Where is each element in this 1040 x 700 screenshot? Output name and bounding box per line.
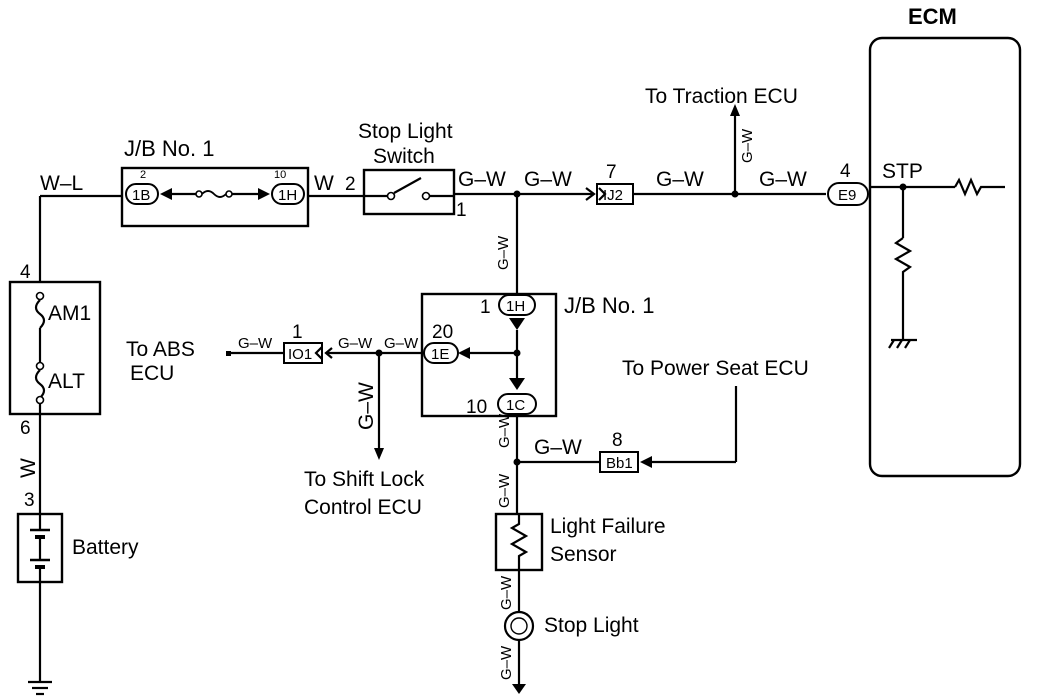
- pin-4-ecm: 4: [840, 161, 851, 182]
- stp-label: STP: [882, 160, 923, 183]
- wire-color-gw-vertical-1: G–W: [495, 235, 512, 270]
- battery-ground-icon: [28, 680, 52, 696]
- connector-bb1-label: Bb1: [606, 455, 633, 472]
- light-failure-label-2: Sensor: [550, 543, 617, 566]
- pin-8: 8: [612, 430, 623, 451]
- wire-color-gw-vertical-2: G–W: [355, 382, 378, 430]
- battery-icon: [30, 514, 50, 582]
- wire-color-gw-4: G–W: [759, 168, 807, 191]
- stop-light-ground-icon: [512, 684, 526, 694]
- pin-10-jb: 10: [274, 169, 286, 181]
- connector-1h-mid-label: 1H: [506, 298, 525, 315]
- pin-2-jb: 2: [140, 169, 146, 181]
- pin-1-jb: 1: [480, 297, 491, 318]
- wire-color-gw-vertical-traction: G–W: [739, 128, 756, 163]
- connector-1e-label: 1E: [431, 346, 449, 363]
- wire-color-gw-1: G–W: [458, 168, 506, 191]
- light-failure-label-1: Light Failure: [550, 515, 666, 538]
- connector-1h-top-label: 1H: [278, 187, 297, 204]
- stop-light-switch: [362, 168, 456, 216]
- pin-1-switch: 1: [456, 200, 467, 221]
- wire-color-gw-7: G–W: [238, 335, 273, 352]
- wire-color-gw-3: G–W: [656, 168, 704, 191]
- junction-block-1-top-label: J/B No. 1: [124, 136, 214, 161]
- connector-ij2-label: IJ2: [603, 187, 623, 204]
- pin-1-abs: 1: [292, 322, 303, 343]
- power-seat-arrow: [640, 456, 652, 468]
- stop-light-switch-label-1: Stop Light: [358, 120, 453, 143]
- wire-color-gw-8: G–W: [534, 436, 582, 459]
- fuse-link-icon: [195, 190, 233, 198]
- wire-color-gw-vertical-3: G–W: [496, 413, 513, 448]
- stop-light-label: Stop Light: [544, 614, 639, 637]
- shift-lock-label-2: Control ECU: [304, 496, 422, 519]
- ecm-pullup-resistor: [893, 237, 913, 340]
- wire-color-gw-5: G–W: [384, 335, 419, 352]
- connector-1b-label: 1B: [132, 187, 150, 204]
- pin-10-jb-mid: 10: [466, 397, 487, 418]
- fuse-alt-icon: [34, 369, 46, 399]
- pin-2-switch: 2: [345, 174, 356, 195]
- traction-arrow: [730, 104, 740, 116]
- abs-ecu-label-1: To ABS: [126, 338, 195, 361]
- fuse-am1-label: AM1: [48, 302, 91, 325]
- traction-ecu-label: To Traction ECU: [645, 85, 798, 108]
- abs-ecu-label-2: ECU: [130, 362, 174, 385]
- fuse-am1-icon: [34, 299, 46, 329]
- connector-io1-label: IO1: [288, 346, 312, 363]
- jb-arrow-1e: [458, 347, 470, 359]
- ecm-title: ECM: [908, 4, 957, 29]
- pin-6-fuse: 6: [20, 418, 31, 439]
- shift-lock-label-1: To Shift Lock: [304, 468, 425, 491]
- jb-arrow-1h: [509, 318, 525, 330]
- fuse-alt-label: ALT: [48, 370, 85, 393]
- connector-1b: [125, 183, 159, 205]
- connector-bb1: [599, 451, 639, 473]
- connector-arrow-1h: [258, 188, 270, 200]
- connector-arrow-1b: [160, 188, 172, 200]
- connector-e9-label: E9: [838, 187, 856, 204]
- ecm-ground-icon: [888, 338, 917, 349]
- connector-e9: [827, 182, 869, 206]
- wire-color-gw-6: G–W: [338, 335, 373, 352]
- wire-color-w: W: [314, 172, 334, 195]
- wire-color-gw-vertical-6: G–W: [498, 645, 515, 680]
- stop-light-switch-label-2: Switch: [373, 145, 435, 168]
- wire-color-gw-2: G–W: [524, 168, 572, 191]
- connector-1h-mid: [498, 294, 536, 316]
- ecm-input-resistor: [954, 177, 1005, 197]
- pin-20-jb: 20: [432, 322, 453, 343]
- light-failure-resistor: [509, 514, 529, 570]
- power-seat-ecu-label: To Power Seat ECU: [622, 357, 809, 380]
- junction-block-1-mid-label: J/B No. 1: [564, 293, 654, 318]
- connector-1c-label: 1C: [506, 397, 525, 414]
- switch-contact-icon: [364, 177, 454, 201]
- wire-color-w-vertical: W: [17, 458, 40, 478]
- wire-color-gw-vertical-4: G–W: [496, 473, 513, 508]
- connector-1h-top: [271, 183, 305, 205]
- pin-4-fuse: 4: [20, 262, 31, 283]
- wire-color-w-l: W–L: [40, 172, 83, 195]
- shift-lock-arrow: [374, 448, 384, 460]
- battery-label: Battery: [72, 536, 139, 559]
- pin-7: 7: [606, 162, 617, 183]
- jb-arrow-1c: [509, 378, 525, 390]
- pin-3-battery: 3: [24, 490, 35, 511]
- wire-color-gw-vertical-5: G–W: [498, 575, 515, 610]
- stop-light-bulb-icon: [503, 610, 535, 642]
- ecm-box: [868, 36, 1022, 478]
- abs-terminal: [226, 351, 231, 356]
- bulb-filament-icon: [510, 617, 528, 635]
- fuse-block: [8, 280, 102, 416]
